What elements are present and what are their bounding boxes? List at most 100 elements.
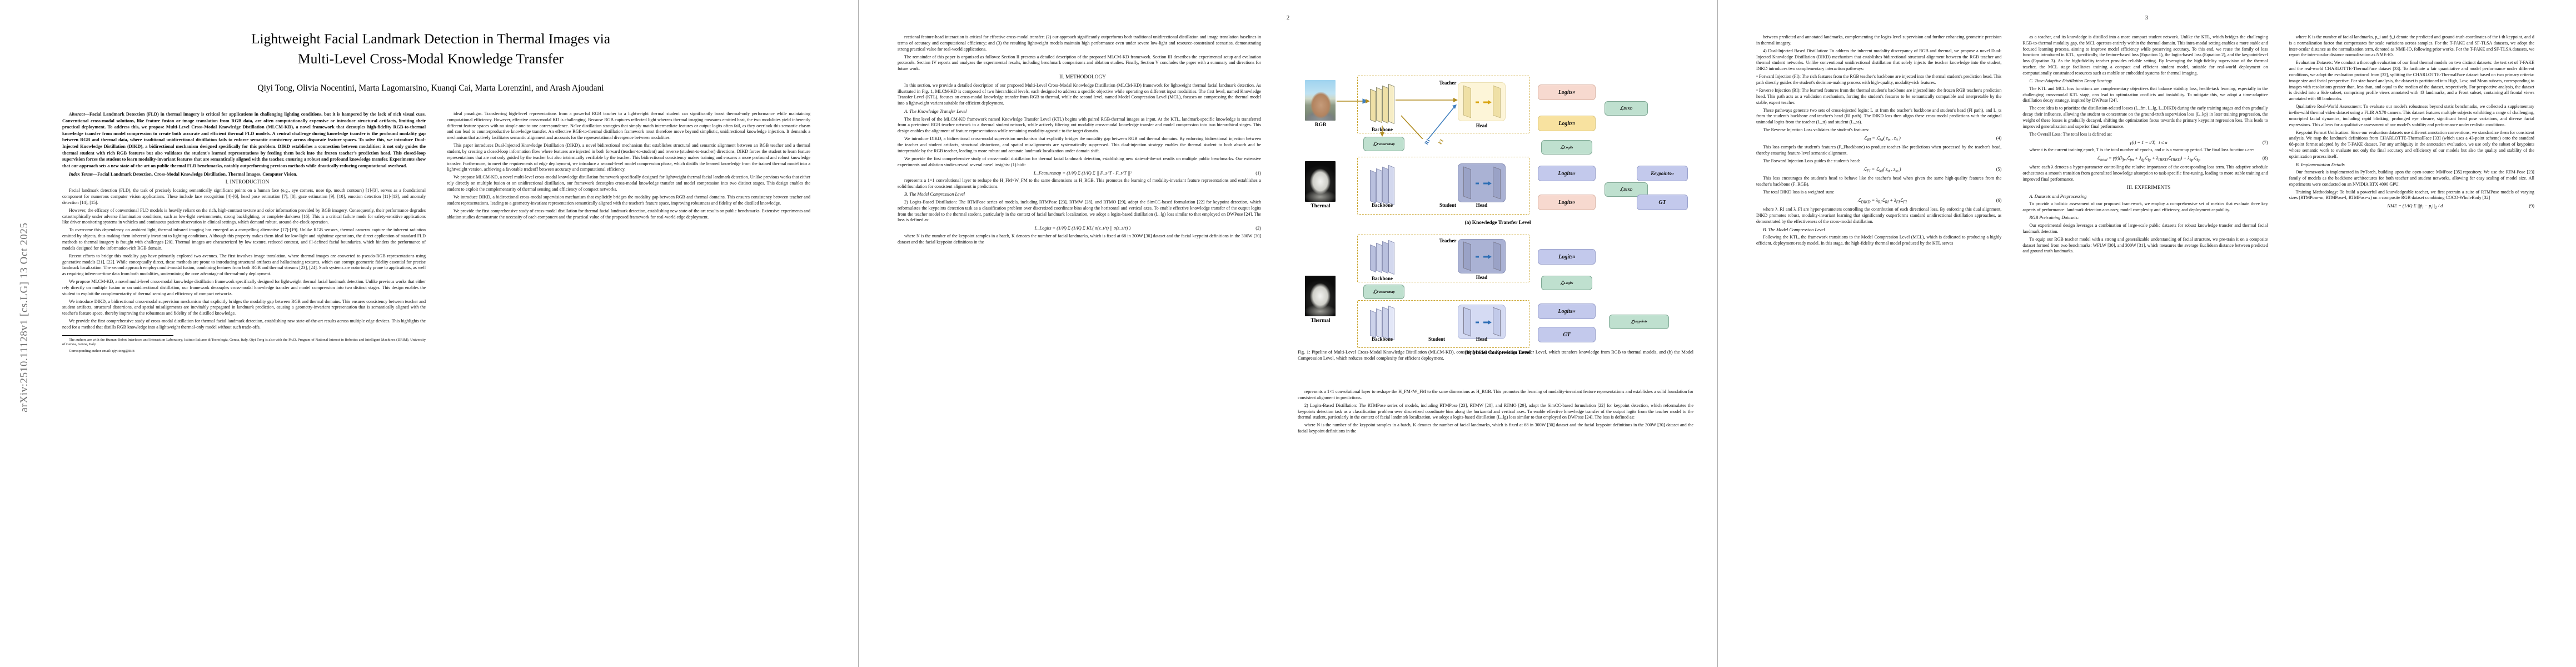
- p3c1-para-10: where λ_RI and λ_FI are hyper-parameters…: [1756, 207, 2002, 224]
- logits-ss-sub-b: ss: [1572, 309, 1576, 313]
- p3c2-para-4: where t is the current training epoch, T…: [2029, 147, 2254, 153]
- page-title: Lightweight Facial Landmark Detection in…: [61, 29, 800, 69]
- logits-tt-label-b: Logits: [1558, 253, 1573, 260]
- page-1: arXiv:2510.11128v1 [cs.LG] 13 Oct 2025 L…: [0, 0, 859, 667]
- teacher-dashed-box-b: [1357, 235, 1529, 282]
- page3-column-middle: as a teacher, and its knowledge is disti…: [2022, 34, 2268, 256]
- p2c1-para-1: The remainder of this paper is organized…: [898, 54, 1261, 72]
- p3c1-para-4: These pathways generate two sets of cros…: [1756, 107, 2002, 125]
- figure-connectors-a: [1337, 98, 1458, 139]
- abstract-text: Facial Landmark Detection (FLD) in therm…: [62, 112, 426, 168]
- p1c1-para-1: However, the efficacy of conventional FL…: [62, 207, 426, 225]
- p2c1-para-7: 2) Logits-Based Distillation: The RTMPos…: [898, 199, 1261, 223]
- gt-box: GT: [1637, 195, 1688, 210]
- gt-label-b: GT: [1563, 331, 1571, 338]
- student-head-inner-arrow-icon: [1476, 181, 1492, 186]
- p2c2-para-2: where N is the number of the keypoint sa…: [1298, 422, 1693, 434]
- p3c1-para-8: This loss encourages the student's head …: [1756, 176, 2002, 187]
- student-backbone-a: [1370, 165, 1394, 207]
- loss-keypoints-sub: keypoints: [1634, 320, 1647, 323]
- p3c2-para-2: The core idea is to prioritize the disti…: [2022, 106, 2268, 129]
- loss-dikd-symbol-top: ℒ: [1620, 105, 1624, 111]
- equation-1-number: (1): [1255, 170, 1261, 176]
- page1-columns: Abstract—Facial Landmark Detection (FLD)…: [62, 111, 810, 356]
- p2c1-para-2: In this section, we provide a detailed d…: [898, 82, 1261, 106]
- section-heading-experiments: III. EXPERIMENTS: [2126, 185, 2171, 191]
- student-label-a: Student: [1439, 202, 1456, 208]
- thermal-input-image: [1305, 161, 1336, 202]
- equation-4: ℒRI = ℒkd( zts , ztt )(4): [1756, 135, 2002, 143]
- equation-8: ℒtotal = γ(t)(λfmℒfm + λlgℒlg + λDIKDℒDI…: [2022, 155, 2268, 163]
- equation-8-number: (8): [2262, 156, 2268, 161]
- p1c2-para-0: ideal paradigm. Transferring high-level …: [447, 111, 810, 141]
- rgb-input-image: [1305, 80, 1336, 121]
- student-head-b: [1458, 305, 1506, 339]
- student-head-a: [1458, 163, 1506, 202]
- p1c2-para-1: This paper introduces Dual-Injected Know…: [447, 143, 810, 172]
- page1-column-right: ideal paradigm. Transferring high-level …: [447, 111, 810, 356]
- footnote-affiliation: The authors are with the Human-Robot Int…: [62, 337, 426, 347]
- loss-featuremap-symbol-b: ℒ: [1373, 288, 1377, 295]
- p3c1-bullet-ri: • Reverse Injection (RI): The learned fe…: [1756, 87, 2002, 105]
- subsub-logits-distillation: B. The Model Compression Level: [904, 191, 965, 197]
- logits-ss-label-b: Logits: [1558, 308, 1572, 315]
- figure-level-b-caption: (b) Model Compression Level: [1464, 350, 1531, 356]
- equation-nme: NME = (1/K) Σ ||p̂i − pi||2 / d(9): [2289, 203, 2534, 211]
- p3c1-para-7: The Forward Injection Loss guides the st…: [1763, 158, 1860, 164]
- page2-column-right: represents a 1×1 convolutional layer to …: [1298, 389, 1693, 436]
- p3c1-bullet-fi: • Forward Injection (FI): The rich featu…: [1756, 74, 2002, 85]
- page1-column-left: Abstract—Facial Landmark Detection (FLD)…: [62, 111, 426, 356]
- teacher-backbone-b: [1370, 240, 1394, 276]
- equation-5-number: (5): [1996, 167, 2002, 172]
- author-list: Qiyi Tong, Olivia Nocentini, Marta Lagom…: [257, 83, 604, 93]
- teacher-head-inner-arrow-icon: [1476, 100, 1492, 104]
- subsection-mc-level-3: B. The Model Compression Level: [1763, 227, 1825, 232]
- p2c1-para-8: where N is the number of the keypoint sa…: [898, 233, 1261, 245]
- page-2: 2 rectional feature-head interaction is …: [859, 0, 1717, 667]
- logits-tt-sub-b: tt: [1572, 255, 1575, 259]
- subsection-kt-level: A. The Knowledge Transfer Level: [904, 109, 967, 115]
- p1c2-para-4: We provide the first comprehensive study…: [447, 208, 810, 220]
- p3c1-para-11: Following the KTL, the framework transit…: [1756, 235, 2002, 246]
- p3c1-para-5: The Reverse Injection Loss validates the…: [1763, 127, 1870, 133]
- p3c1-para-1: 4) Dual-Injected Based Distillation: To …: [1756, 48, 2002, 72]
- equation-7-number: (7): [2262, 140, 2268, 145]
- abstract-paragraph: Abstract—Facial Landmark Detection (FLD)…: [62, 111, 426, 169]
- p3c1-para-0: between predicted and annotated landmark…: [1756, 34, 2002, 46]
- p3c3-para-1: Evaluation Datasets: We conduct a thorou…: [2289, 60, 2534, 102]
- teacher-backbone-label-b: Backbone: [1371, 276, 1393, 281]
- equation-5: ℒFI = ℒkd( zst , zss )(5): [1756, 166, 2002, 174]
- title-line-2: Multi-Level Cross-Modal Knowledge Transf…: [297, 51, 564, 67]
- p3c3-para-4: Our framework is implemented in PyTorch,…: [2289, 170, 2534, 187]
- p3c2-para-8: To equip our RGB teacher model with a st…: [2022, 236, 2268, 254]
- equation-7: γ(t) = 1 − t/T, t ≤ α (7): [2022, 140, 2268, 146]
- equation-1: L_Featuremap = (1/N) Σ (1/K) Σ || F_s^T …: [898, 170, 1261, 176]
- section-heading-introduction: I. INTRODUCTION: [225, 180, 270, 186]
- loss-logits-symbol: ℒ: [1560, 144, 1564, 150]
- student-backbone-label-a: Backbone: [1371, 202, 1393, 208]
- p1c1-para-5: We introduce DIKD, a bidirectional cross…: [62, 298, 426, 316]
- p3c3-para-3: Keypoint Format Unification: Since our e…: [2289, 130, 2534, 159]
- logits-st-sub: st: [1572, 90, 1576, 94]
- logits-ss-sub: ss: [1572, 171, 1576, 176]
- equation-2-body: L_Logits = (1/N) Σ (1/K) Σ KL( σ(z_t/τ) …: [1034, 226, 1131, 231]
- equation-7-body: γ(t) = 1 − t/T, t ≤ α: [2130, 140, 2168, 145]
- p3c2-para-5: where each λ denotes a hyper-parameter c…: [2022, 165, 2268, 182]
- page-number-2: 2: [1286, 14, 1290, 21]
- p1c1-para-4: We propose MLCM-KD, a novel multi-level …: [62, 279, 426, 296]
- equation-8-body: ℒtotal = γ(t)(λfmℒfm + λlgℒlg + λDIKDℒDI…: [2097, 156, 2200, 162]
- student-head-label-b: Head: [1476, 336, 1488, 342]
- logits-ss-label: Logits: [1558, 170, 1572, 177]
- index-terms-label: Index Terms—: [69, 171, 98, 177]
- equation-6-number: (6): [1996, 198, 2002, 203]
- p1c1-para-3: Recent efforts to bridge this modality g…: [62, 253, 426, 277]
- p3c3-para-5: Training Methodology: To build a powerfu…: [2289, 189, 2534, 201]
- logits-ts-label: Logits: [1558, 199, 1573, 206]
